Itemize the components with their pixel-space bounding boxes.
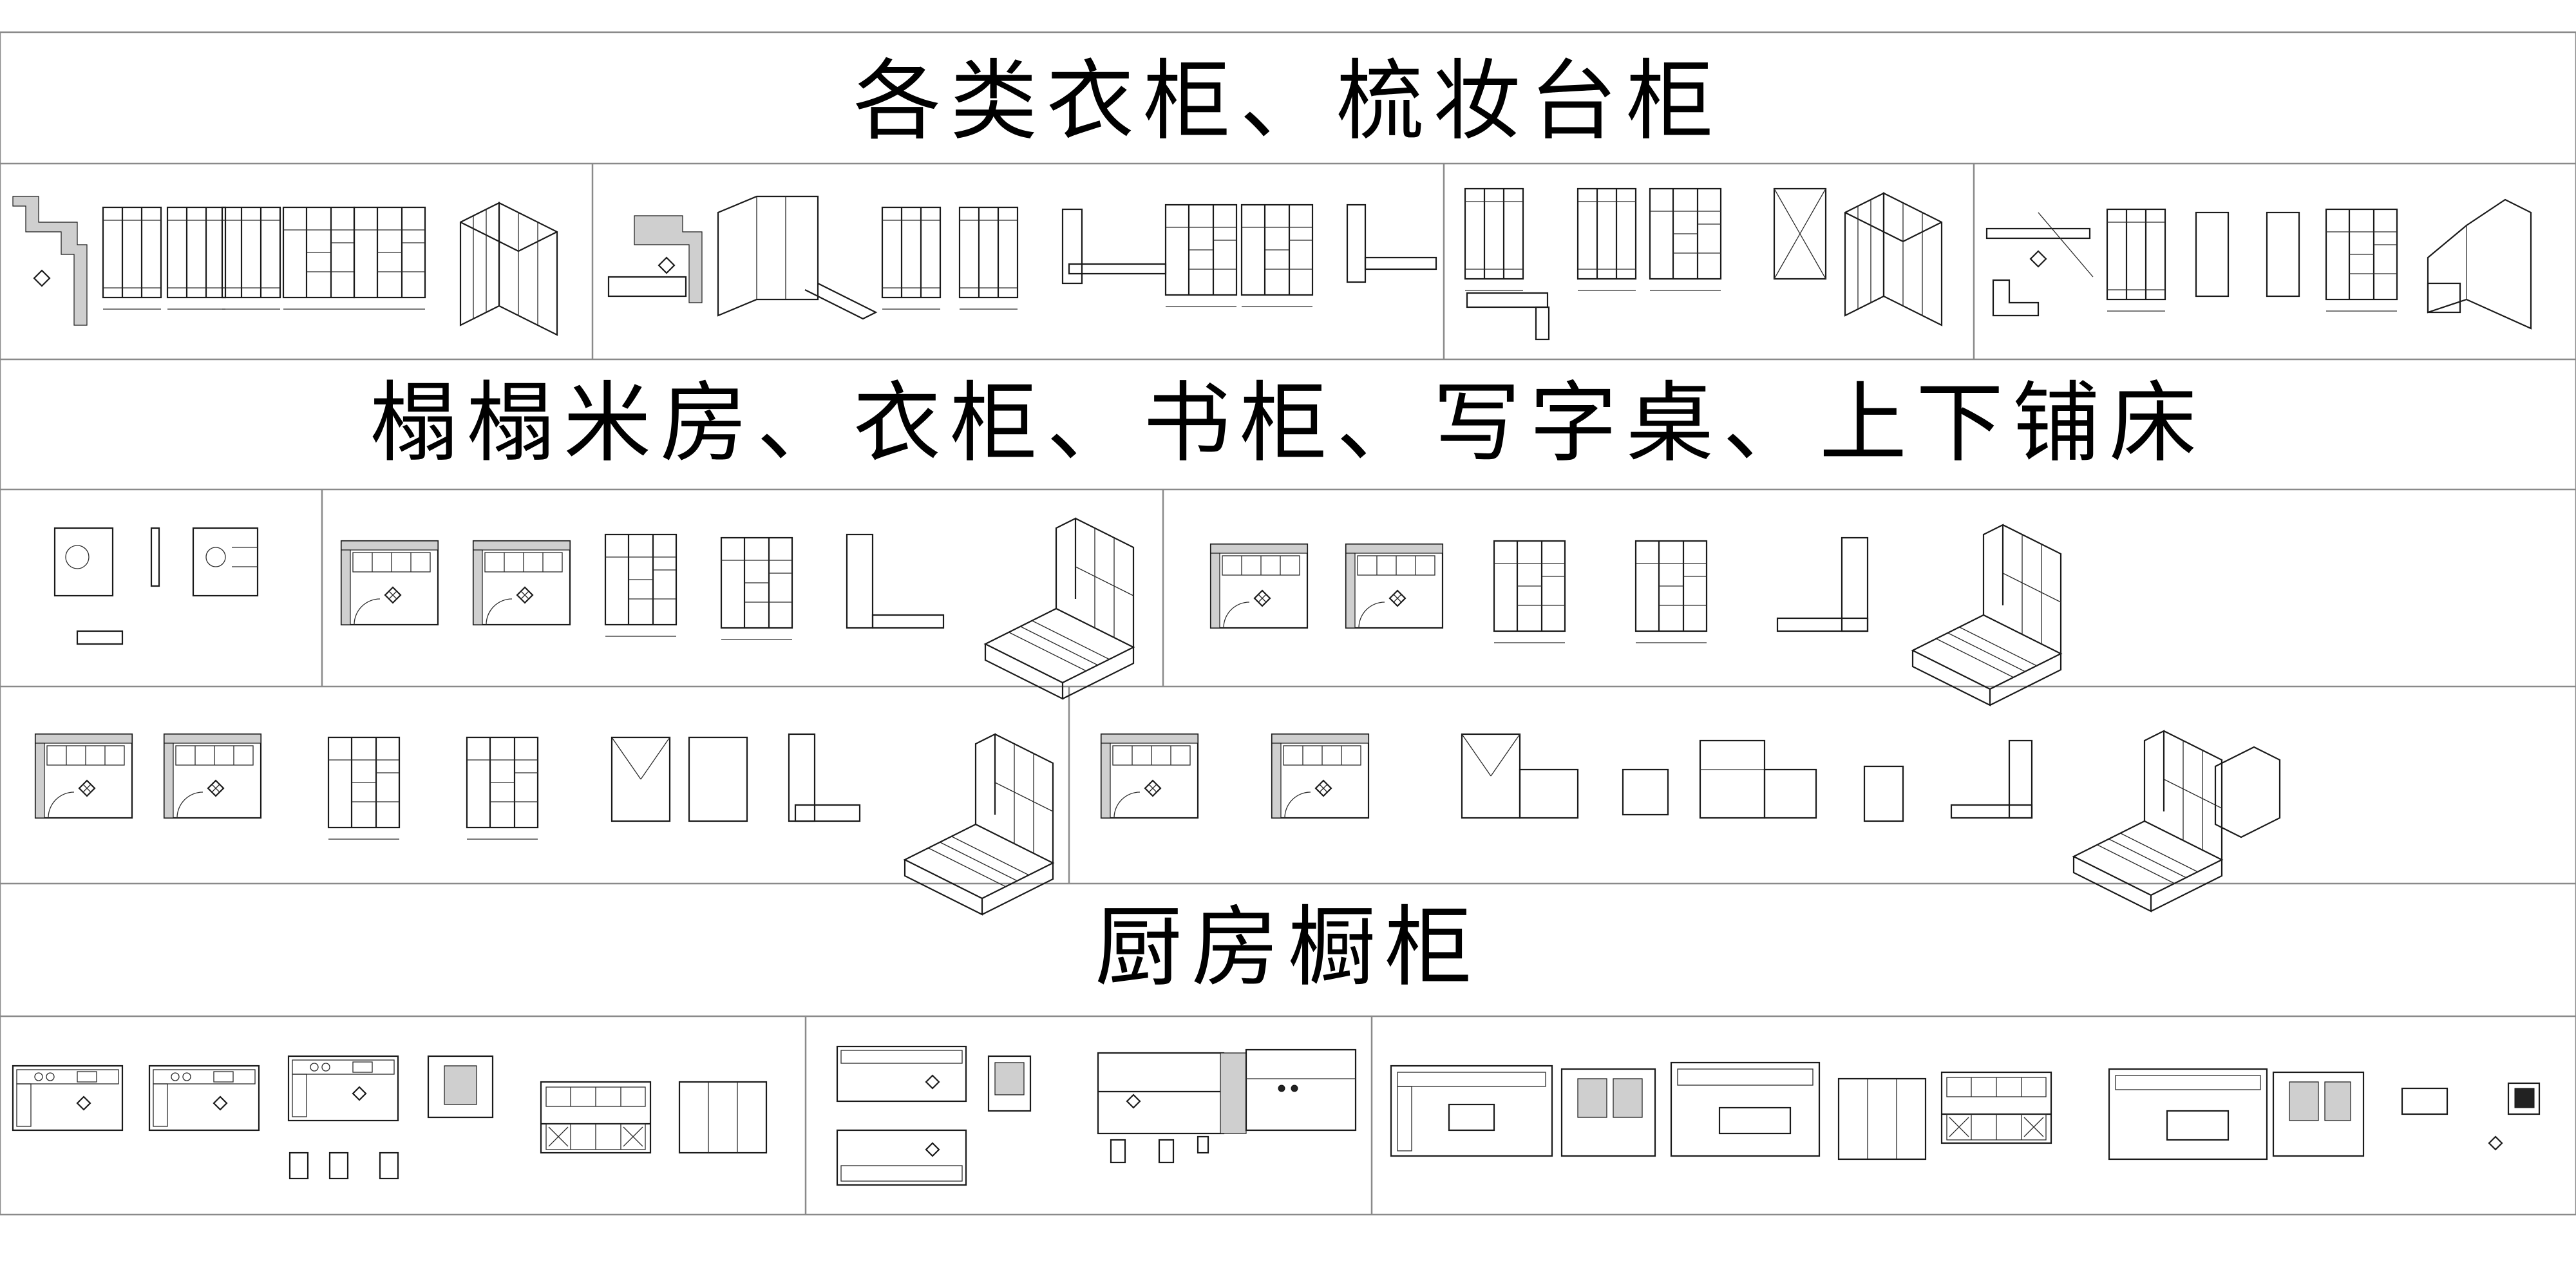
tatami-drawings-panel-4 xyxy=(34,733,1054,916)
section-title-kitchen: 厨房橱柜 xyxy=(1095,897,1481,999)
tatami-drawings-panel-5 xyxy=(1100,730,2281,913)
sheet-frame xyxy=(0,31,2576,1216)
wardrobe-drawings-panel-3 xyxy=(1464,187,1943,341)
wardrobe-drawings-panel-1 xyxy=(12,196,558,336)
kitchen-drawings-panel-2 xyxy=(836,1045,1357,1186)
section-title-tatami: 榻榻米房、衣柜、书柜、写字桌、上下铺床 xyxy=(370,373,2206,475)
tatami-drawings-panel-2 xyxy=(340,517,1135,700)
tatami-drawings-panel-3 xyxy=(1209,524,2062,706)
tatami-drawings-panel-1 xyxy=(53,527,259,645)
section-title-wardrobes: 各类衣柜、梳妆台柜 xyxy=(853,51,1723,153)
wardrobe-drawings-panel-4 xyxy=(1985,198,2532,330)
kitchen-drawings-panel-1 xyxy=(12,1055,768,1180)
kitchen-drawings-panel-3 xyxy=(1390,1061,2541,1161)
wardrobe-drawings-panel-2 xyxy=(607,195,1437,320)
